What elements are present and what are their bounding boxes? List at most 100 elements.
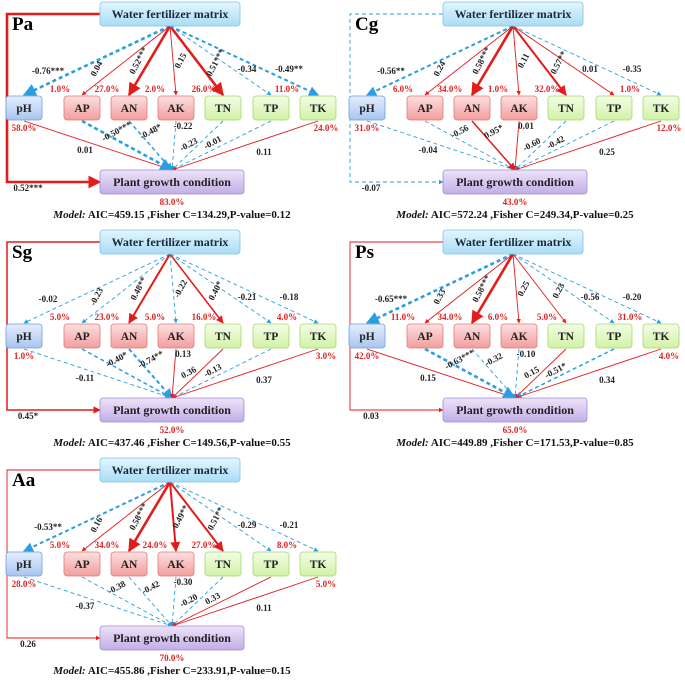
coef-top-tn: 0.40*	[206, 279, 225, 302]
var-box-an	[110, 551, 148, 577]
coef-bottom-ph: -0.37	[76, 601, 95, 611]
coef-bottom-tn: 0.36	[179, 364, 198, 380]
coef-direct: 0.26	[20, 639, 36, 649]
path-ap-plant	[81, 576, 173, 627]
var-label-ak: AK	[167, 331, 184, 343]
path-an-plant	[128, 576, 173, 627]
path-top-ap	[81, 25, 171, 96]
coef-direct: 0.03	[363, 411, 379, 421]
coef-bottom-ph: 0.15	[420, 373, 436, 383]
var-box-tn	[204, 323, 242, 349]
coef-top-ak: -0.22	[172, 278, 190, 300]
plant-growth-box	[99, 397, 245, 423]
path-top-ap	[81, 481, 171, 552]
path-tp-plant	[514, 348, 615, 399]
r2-label: 11.0%	[275, 84, 299, 94]
coef-top-tp: -0.29	[238, 520, 257, 530]
coef-bottom-tk: 0.11	[256, 603, 272, 613]
var-box-an	[110, 95, 148, 121]
r2-label: 23.0%	[95, 312, 120, 322]
path-top-an	[127, 25, 172, 97]
var-label-an: AN	[121, 331, 138, 343]
var-box-tk	[642, 323, 680, 349]
r2-label: 24.0%	[314, 123, 339, 133]
r2-label: 1.0%	[488, 84, 508, 94]
path-ap-plant	[81, 119, 174, 172]
var-box-ph	[348, 95, 386, 121]
var-box-ap	[63, 551, 101, 577]
coef-bottom-tn: -0.60	[521, 135, 543, 153]
coef-top-ap: 0.04	[88, 59, 104, 78]
path-top-an	[470, 253, 515, 325]
water-fertilizer-label: Water fertilizer matrix	[455, 235, 572, 249]
path-ap-plant	[81, 348, 173, 399]
var-label-ak: AK	[167, 559, 184, 571]
plant-r2-label: 70.0%	[160, 653, 185, 663]
var-label-ap: AP	[417, 103, 432, 115]
r2-label: 16.0%	[192, 312, 217, 322]
coef-top-ph: -0.76***	[32, 66, 65, 76]
path-top-an	[128, 253, 171, 324]
r2-label: 2.0%	[145, 84, 165, 94]
var-box-ap	[406, 323, 444, 349]
plant-growth-box	[442, 397, 588, 423]
coef-bottom-ph: -0.04	[419, 145, 438, 155]
water-fertilizer-label: Water fertilizer matrix	[112, 463, 229, 477]
r2-label: 8.0%	[277, 540, 297, 550]
path-top-tk	[512, 25, 662, 96]
r2-label: 12.0%	[657, 123, 682, 133]
var-box-ak	[157, 95, 195, 121]
path-top-ph	[23, 481, 171, 552]
var-label-tp: TP	[607, 331, 622, 343]
var-label-ak: AK	[510, 331, 527, 343]
water-fertilizer-label: Water fertilizer matrix	[112, 235, 229, 249]
path-top-ak	[512, 253, 521, 324]
coef-bottom-ap: -0.50***	[100, 119, 134, 143]
r2-label: 6.0%	[393, 84, 413, 94]
coef-bottom-an: 0.95*	[482, 122, 505, 141]
r2-label: 1.0%	[50, 84, 70, 94]
model-prefix: Model:	[52, 209, 85, 221]
var-box-ap	[406, 95, 444, 121]
plant-growth-label: Plant growth condition	[113, 631, 231, 645]
model-stats: AIC=455.86 ,Fisher C=233.91,P-value=0.15	[86, 665, 291, 677]
coef-top-an: 0.58***	[470, 273, 493, 304]
var-box-tp	[252, 323, 290, 349]
model-stats: AIC=572.24 ,Fisher C=249.34,P-value=0.25	[429, 209, 634, 221]
path-top-tn	[512, 25, 567, 96]
coef-top-tk: -0.35	[623, 64, 642, 74]
var-box-tp	[595, 95, 633, 121]
r2-label: 27.0%	[95, 84, 120, 94]
coef-bottom-tp: -0.42	[545, 133, 567, 151]
path-tk-plant	[171, 576, 319, 627]
r2-label: 24.0%	[143, 540, 168, 550]
path-top-ap	[81, 253, 171, 324]
panel-title: Aa	[12, 470, 36, 491]
r2-label: 11.0%	[391, 312, 415, 322]
var-box-ph	[348, 323, 386, 349]
var-label-tk: TK	[653, 103, 670, 115]
path-top-ap	[424, 253, 514, 324]
r2-label: 34.0%	[95, 540, 120, 550]
var-label-ak: AK	[167, 103, 184, 115]
coef-top-ap: 0.16	[88, 515, 104, 534]
model-fit-line: Model: AIC=459.15 ,Fisher C=134.29,P-val…	[52, 209, 291, 221]
water-fertilizer-box	[99, 1, 241, 27]
r2-label: 1.0%	[14, 351, 34, 361]
path-top-ak	[169, 25, 178, 96]
var-label-tp: TP	[264, 559, 279, 571]
coef-bottom-tn: 0.15	[522, 364, 541, 380]
model-prefix: Model:	[52, 437, 85, 449]
coef-bottom-ph: -0.11	[76, 373, 95, 383]
path-tn-plant	[171, 576, 224, 627]
coef-top-tp: -0.34	[238, 64, 257, 74]
var-box-tn	[204, 95, 242, 121]
model-prefix: Model:	[52, 665, 85, 677]
water-fertilizer-box	[442, 229, 584, 255]
coef-bottom-tp: 0.33	[203, 590, 222, 606]
coef-bottom-tk: 0.34	[599, 375, 615, 385]
path-top-tn	[169, 481, 224, 552]
path-top-ph	[365, 252, 514, 325]
coef-bottom-an: -0.32	[483, 350, 505, 368]
